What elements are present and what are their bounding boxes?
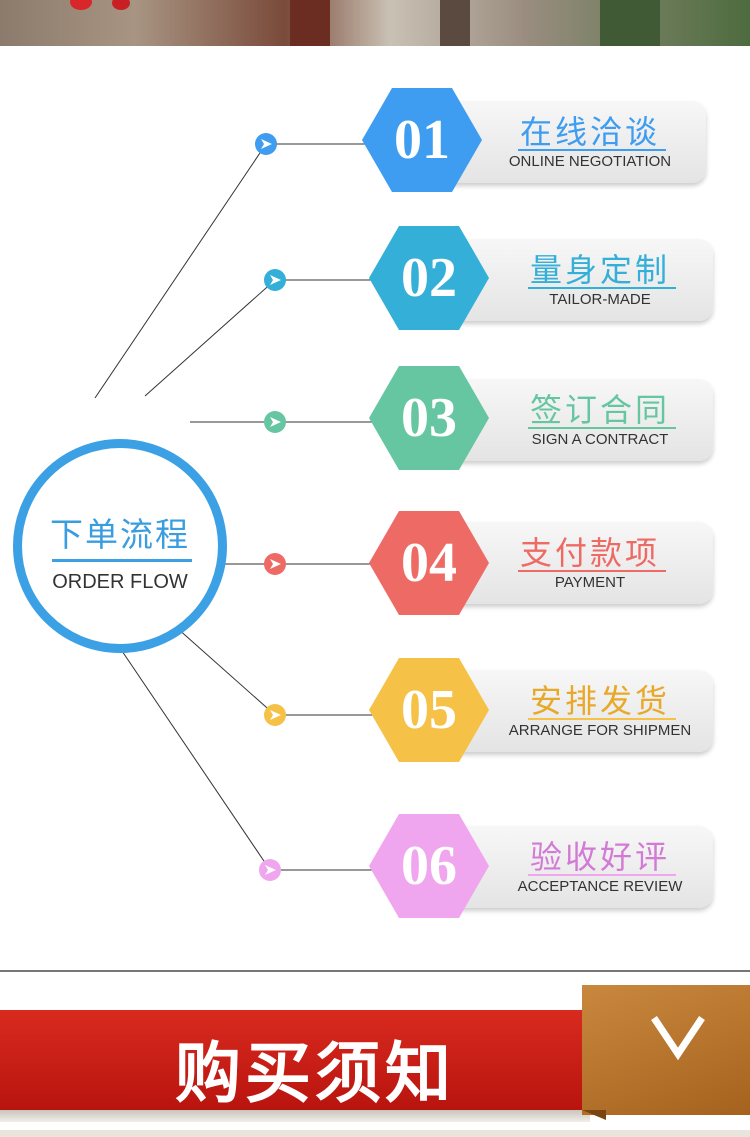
step-card-03: 签订合同 SIGN A CONTRACT [450,379,713,461]
step-card-06: 验收好评 ACCEPTANCE REVIEW [450,826,713,908]
chevron-down-icon [651,1016,705,1061]
step-number: 05 [401,679,457,741]
step-subtitle: ACCEPTANCE REVIEW [517,878,683,895]
step-card-02: 量身定制 TAILOR-MADE [450,239,713,321]
step-subtitle: PAYMENT [554,574,626,591]
banner-flag [582,985,750,1115]
connector-lines [94,133,390,881]
step-underline [528,718,676,720]
step-number: 06 [401,835,457,897]
step-number: 02 [401,247,457,309]
arrow-right-icon [264,411,286,433]
arrow-right-icon [255,133,277,155]
header-photo [0,0,750,46]
step-underline [528,427,676,429]
banner-title: 购买须知 [175,1035,455,1112]
step-underline [528,874,676,876]
step-number: 01 [394,109,450,171]
page-bottom-edge [0,1130,750,1137]
step-card-01: 在线洽谈 ONLINE NEGOTIATION [440,101,706,183]
order-flow-hub: 下单流程 ORDER FLOW [13,439,227,653]
section-divider [0,970,750,972]
step-number: 03 [401,387,457,449]
order-flow-diagram: 下单流程 ORDER FLOW 在线洽谈 ONLINE NEGOTIATION … [0,46,750,976]
step-title: 安排发货 [529,682,670,720]
banner-fold [582,1110,606,1120]
step-underline [528,287,676,289]
hub-subtitle: ORDER FLOW [52,571,188,593]
hub-title: 下单流程 [50,515,190,554]
step-subtitle: TAILOR-MADE [549,291,651,308]
arrow-right-icon [264,553,286,575]
step-badge-03: 03 [369,366,489,470]
step-subtitle: ARRANGE FOR SHIPMEN [508,722,692,739]
step-card-05: 安排发货 ARRANGE FOR SHIPMEN [450,670,713,752]
step-title: 验收好评 [529,838,670,876]
banner-shadow [0,1110,590,1122]
arrow-right-icon [259,859,281,881]
step-title: 在线洽谈 [519,113,660,151]
hub-divider [52,559,192,562]
step-title: 支付款项 [519,534,660,572]
step-underline [518,570,666,572]
step-number: 04 [401,532,457,594]
step-subtitle: SIGN A CONTRACT [531,431,669,448]
step-title: 量身定制 [529,251,670,289]
step-subtitle: ONLINE NEGOTIATION [508,153,672,170]
step-underline [518,149,666,151]
arrow-right-icon [264,704,286,726]
purchase-notice-banner [0,1010,592,1110]
arrow-right-icon [264,269,286,291]
step-card-04: 支付款项 PAYMENT [450,522,713,604]
step-title: 签订合同 [529,391,670,429]
